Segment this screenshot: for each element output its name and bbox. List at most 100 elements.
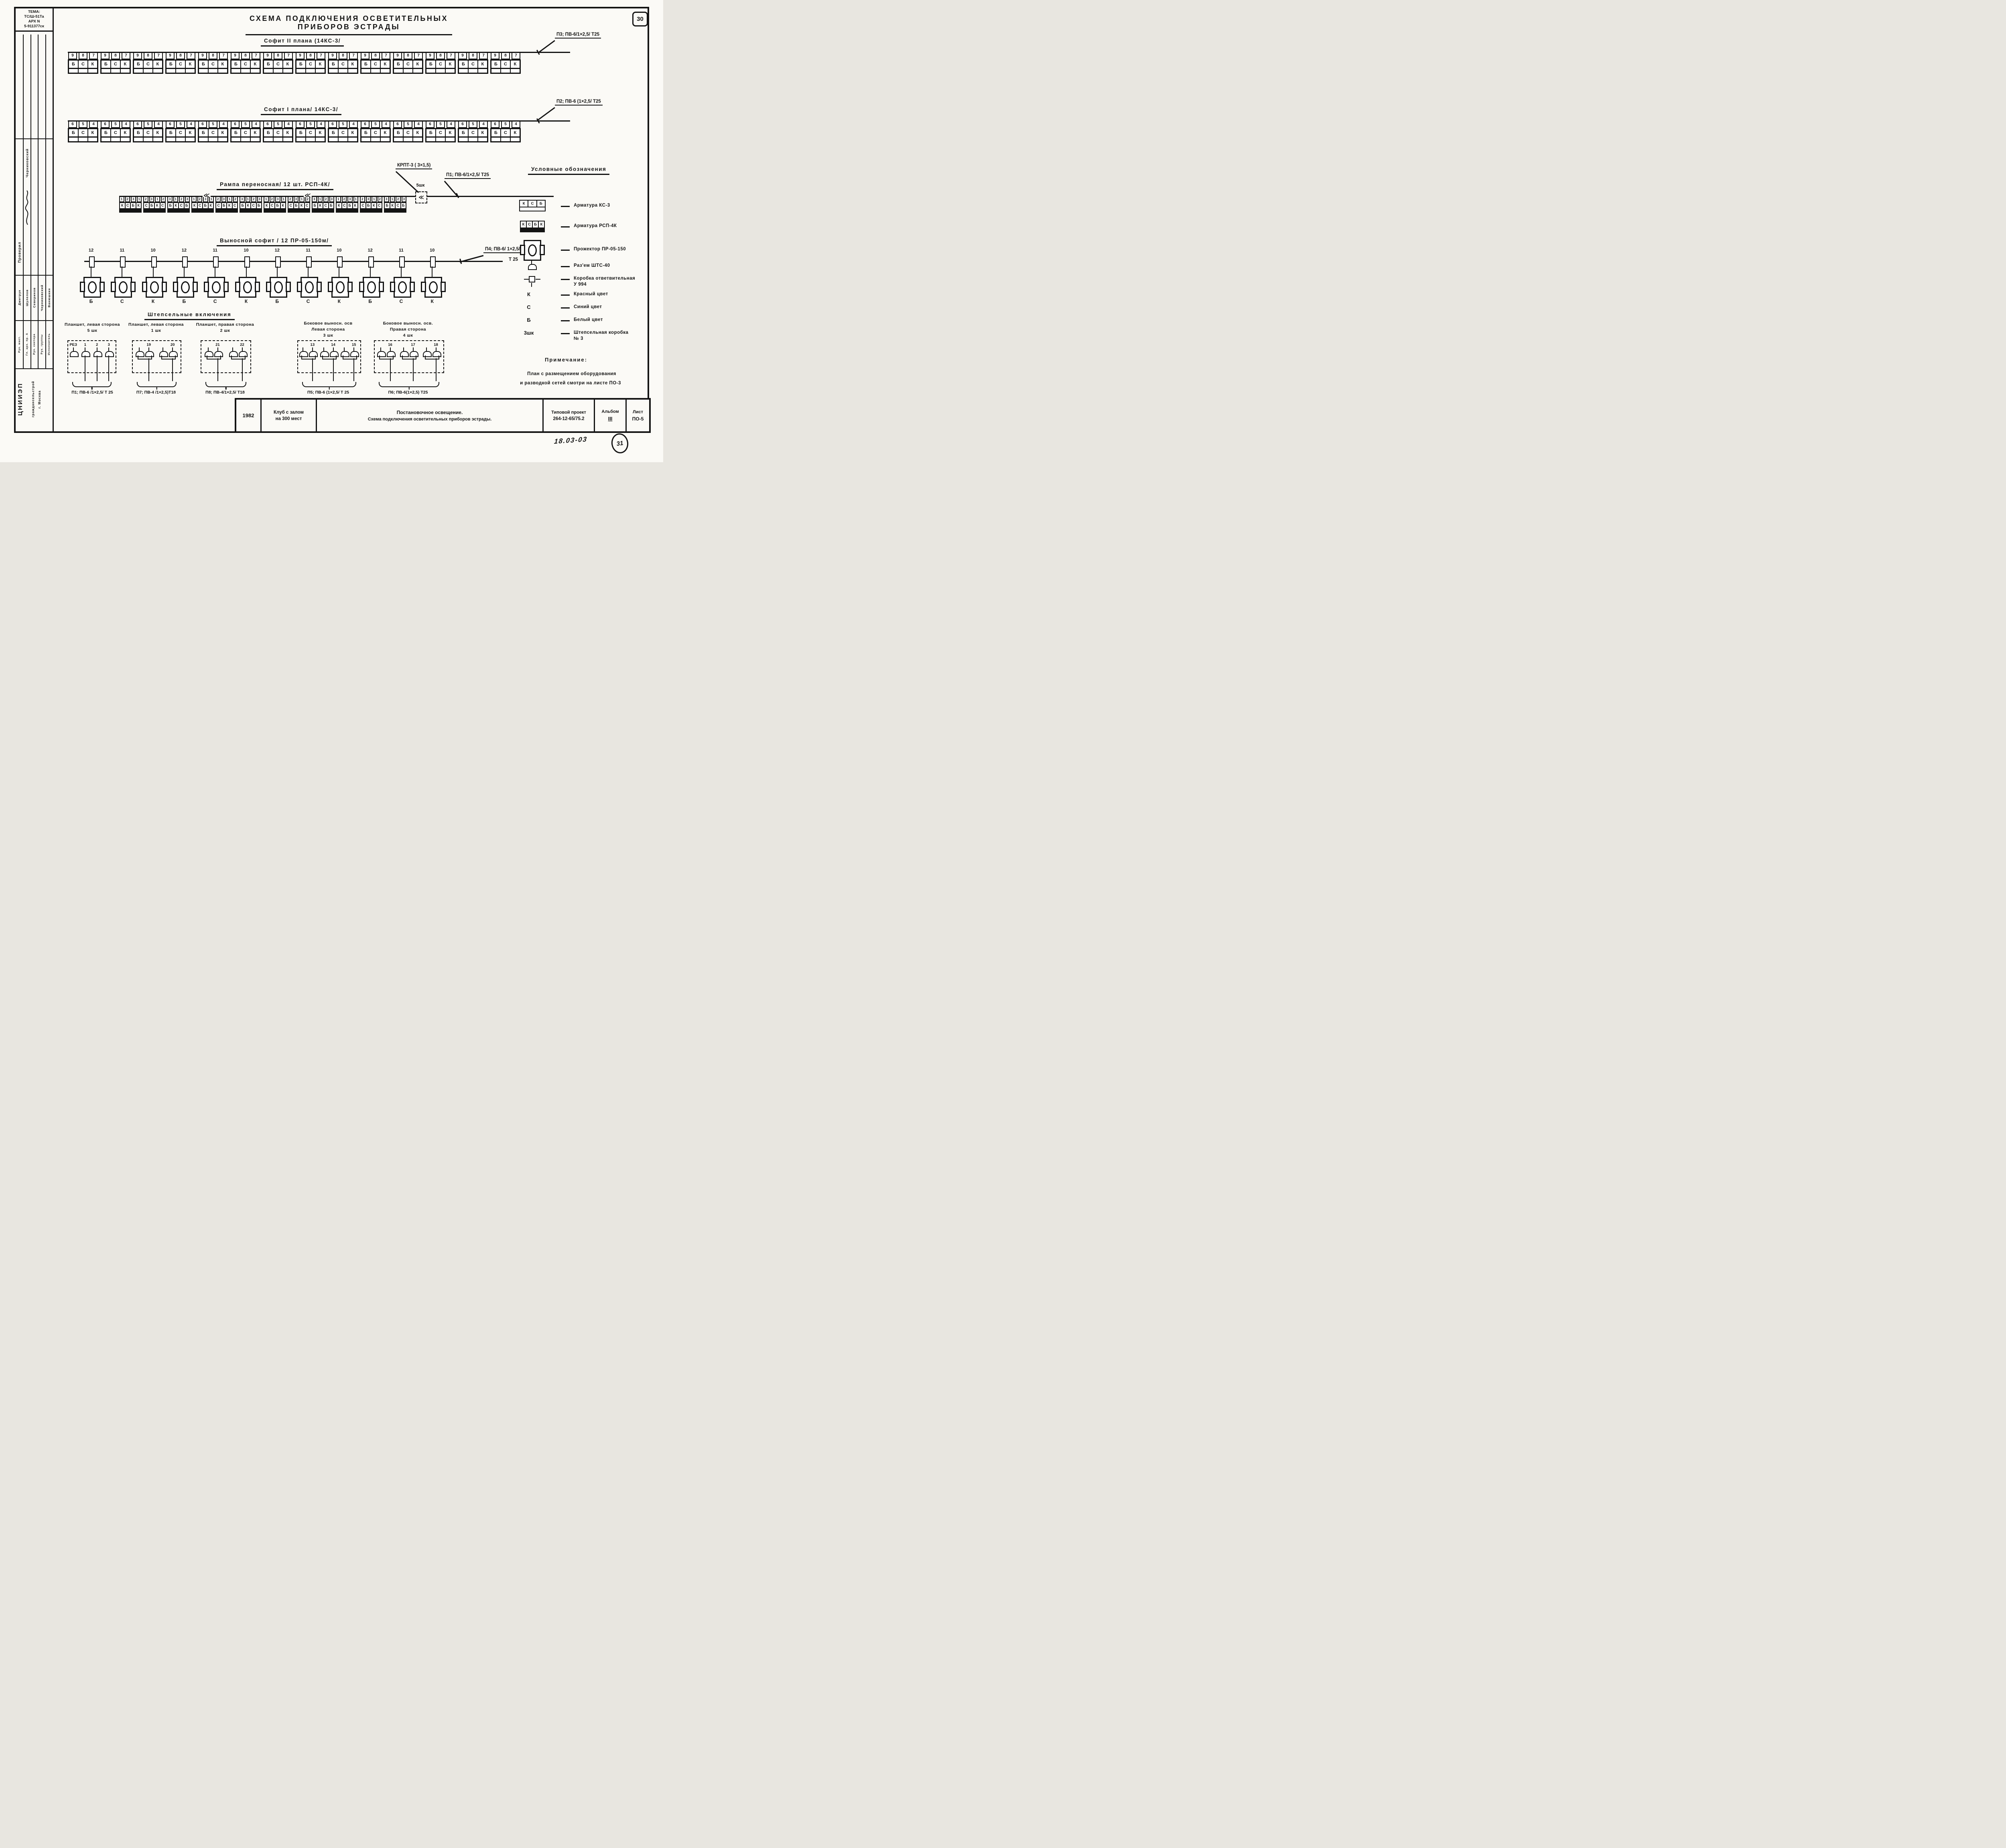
lamp-color-letter: Б (368, 299, 372, 304)
plug-lead (333, 358, 334, 381)
shk-count-label: 5шк (416, 183, 425, 188)
empty-cell (264, 69, 274, 73)
legend-label: № 3 (574, 336, 583, 341)
empty-cell (241, 69, 251, 73)
letter-cell: С (274, 129, 283, 136)
letter-cell: С (404, 61, 413, 68)
sofit1-title: Софит I плана/ 14КС-3/ (261, 106, 341, 115)
letter-cell: Б (533, 221, 539, 227)
plug-lead (353, 358, 355, 381)
number-cell: 5 (306, 122, 315, 128)
letter-cell: К (282, 203, 284, 207)
number-cell: 7 (284, 53, 293, 59)
empty-cell (144, 69, 153, 73)
empty-cell (264, 138, 274, 141)
handwritten-circle-number: 31 (610, 432, 630, 455)
letter-cell: К (372, 203, 377, 208)
projector-lens (429, 281, 438, 293)
empty-cell (79, 138, 88, 141)
number-cell: 8 (176, 53, 185, 59)
plug-group-cable-label: П8; ПВ-4/1×2,5/ Т18 (205, 390, 245, 395)
stamp-person-name: Дмитрук (18, 290, 21, 306)
number-cell: 7 (349, 53, 358, 59)
letter-cell: Б (150, 203, 155, 208)
letter-cell: К (120, 203, 126, 208)
brace-icon (205, 382, 246, 387)
empty-row (166, 69, 195, 73)
empty-row (134, 69, 162, 73)
black-bar (144, 208, 165, 212)
plug-stem (353, 347, 355, 351)
plug-group-cable-label: П7; ПВ-4 /1×2,5)Т18 (136, 390, 176, 395)
letter-cell: Б (69, 129, 79, 136)
plug-stem (217, 347, 218, 351)
letter-cell: Б (275, 203, 281, 208)
org-city: г. Москва (38, 390, 41, 408)
letter-cell: К (227, 203, 233, 208)
projector-icon (421, 277, 446, 298)
project-number: 264-12-65/75.2 (553, 416, 585, 421)
letter-cell: Б (199, 61, 209, 68)
brace-icon (72, 382, 112, 387)
letter-cell: С (342, 203, 347, 208)
number-cell: 9 (361, 53, 370, 59)
letter-cell: Б (366, 203, 372, 208)
empty-cell (274, 69, 283, 73)
lamp-color-letter: С (306, 299, 310, 304)
number-cell: 2 (305, 197, 310, 202)
empty-row (491, 69, 520, 73)
letter-cell: К (481, 130, 484, 135)
signature (25, 190, 28, 225)
vynos-title: Выносной софит / 12 ПР-05-150м/ (217, 238, 332, 246)
plug-stem (172, 347, 173, 351)
tema-line: АРХ N (28, 19, 40, 24)
empty-row (199, 138, 227, 141)
black-bar (264, 208, 285, 212)
letter-cell: С (339, 61, 348, 68)
plug-stem (108, 347, 110, 351)
empty-cell (69, 69, 79, 73)
number-cell: 8 (274, 53, 282, 59)
plug-icon (81, 351, 91, 357)
plug-group-title: Боковое выносн. осв. (383, 321, 433, 326)
empty-cell (329, 138, 339, 141)
number-cell: 1 (155, 197, 160, 202)
plug-stem (242, 347, 243, 351)
plug-stem (312, 347, 313, 351)
empty-cell (153, 138, 162, 141)
letter-cell: С (339, 129, 348, 136)
plug-group-title: Планшет, правая сторона (196, 322, 254, 327)
letter-cell: К (337, 203, 342, 208)
letter-cell: Б (199, 129, 209, 136)
empty-cell (296, 69, 306, 73)
junction-box-icon (430, 256, 436, 268)
number-cell: 7 (252, 53, 260, 59)
junction-box-icon (529, 276, 535, 282)
junction-box-icon (244, 256, 250, 268)
letter-cell: К (354, 203, 357, 207)
projector-icon (266, 277, 291, 298)
letter-cell: К (156, 62, 159, 67)
stamp-grid-line (16, 368, 53, 369)
plug-group-box (201, 340, 251, 373)
stamp-tema-box: ТЕМА: ТС/Ш-51Та АРХ N 5-911377ск (16, 8, 53, 32)
letter-cell: С (111, 129, 121, 136)
plug-lead (312, 358, 313, 381)
